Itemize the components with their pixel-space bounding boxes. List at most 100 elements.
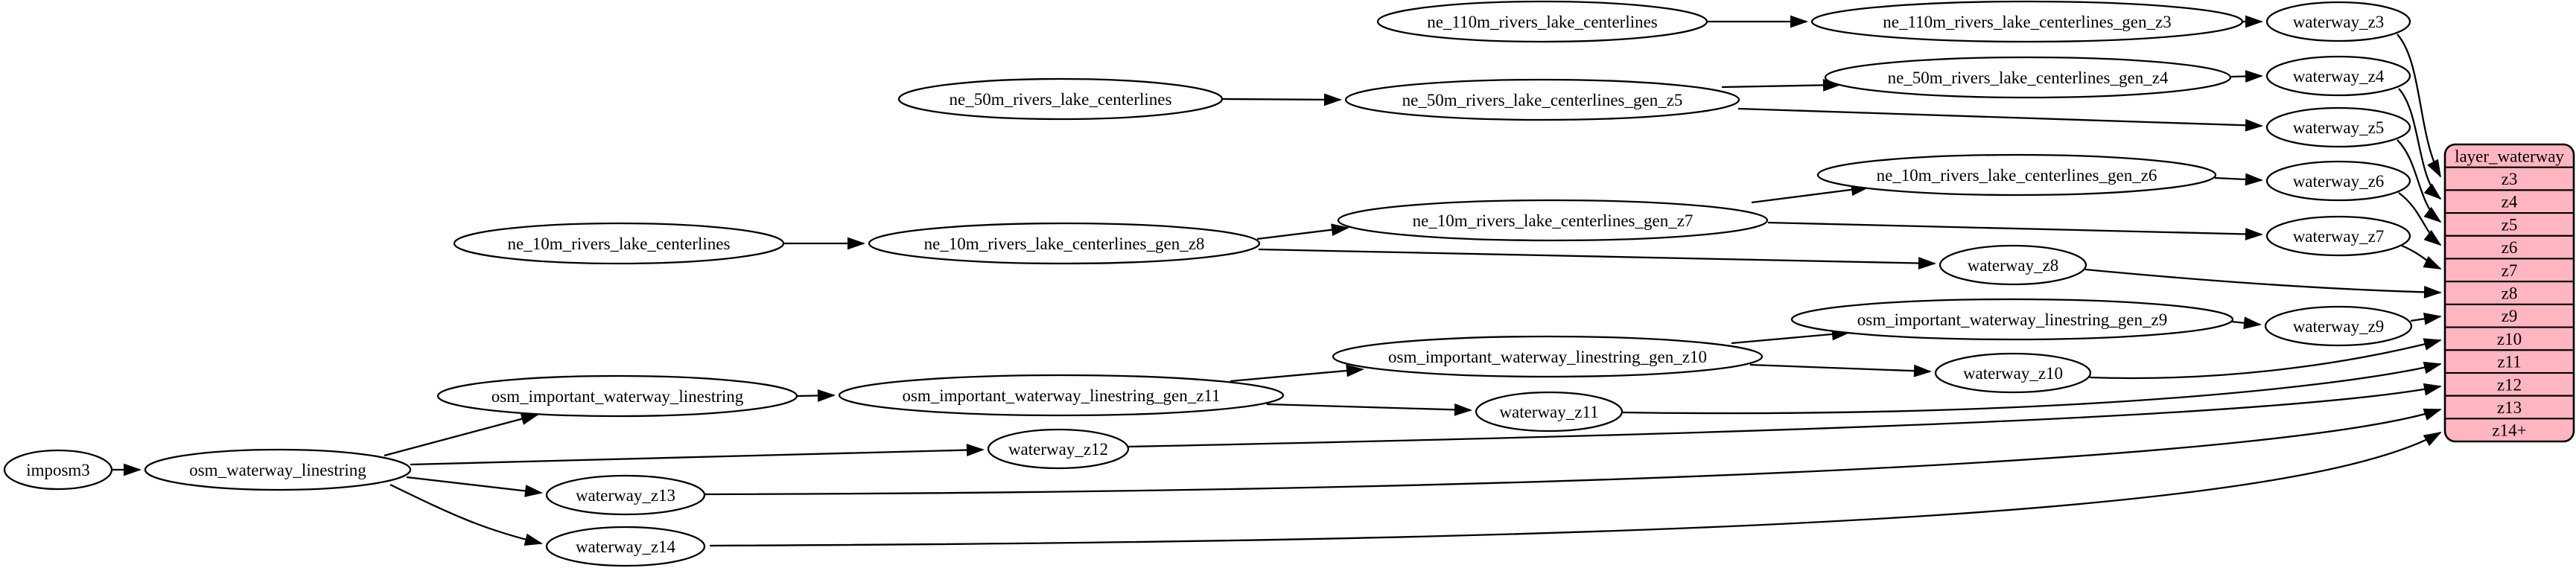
edge-waterway_z14-to-layer_waterway-z14+ xyxy=(709,432,2442,547)
node-ellipse xyxy=(1810,0,2244,43)
edge-osm_important_waterway_linestring_gen_z10-to-waterway_z10 xyxy=(1749,363,1932,377)
edge-waterway_z4-to-layer_waterway-z4 xyxy=(2398,88,2442,200)
node-ellipse xyxy=(1816,153,2217,197)
node-ellipse xyxy=(838,374,1285,417)
edge-osm_important_waterway_linestring_gen_z10-to-osm_important_waterway_linestring_gen_z9 xyxy=(1731,328,1850,345)
node-osm_important_waterway_linestring_gen_z11: osm_important_waterway_linestring_gen_z1… xyxy=(838,374,1285,417)
node-waterway_z6: waterway_z6 xyxy=(2265,160,2411,202)
node-label: imposm3 xyxy=(26,461,90,479)
node-ellipse xyxy=(2264,305,2413,347)
node-label: waterway_z8 xyxy=(1968,256,2059,275)
node-label: osm_important_waterway_linestring xyxy=(492,387,744,406)
edge-ne_10m_rivers_lake_centerlines_gen_z6-to-waterway_z6 xyxy=(2214,173,2263,186)
record-row-z6: z6 xyxy=(2502,238,2518,257)
node-ellipse xyxy=(545,474,706,516)
edge-ne_10m_rivers_lake_centerlines_gen_z7-to-ne_10m_rivers_lake_centerlines_gen_z6 xyxy=(1751,183,1869,204)
node-label: ne_10m_rivers_lake_centerlines xyxy=(508,234,731,253)
node-ellipse xyxy=(1824,56,2232,99)
node-waterway_z8: waterway_z8 xyxy=(1939,244,2087,286)
edge-waterway_z10-to-layer_waterway-z10 xyxy=(2089,338,2442,380)
node-label: ne_10m_rivers_lake_centerlines_gen_z6 xyxy=(1877,166,2157,185)
node-ellipse xyxy=(2265,55,2411,97)
node-ellipse xyxy=(436,374,798,418)
node-label: waterway_z7 xyxy=(2293,227,2385,246)
node-ne_10m_rivers_lake_centerlines_gen_z6: ne_10m_rivers_lake_centerlines_gen_z6 xyxy=(1816,153,2217,197)
edge-osm_important_waterway_linestring-to-osm_important_waterway_linestring_gen_z11 xyxy=(796,389,836,402)
edge-waterway_z9-to-layer_waterway-z9 xyxy=(2410,312,2442,325)
node-waterway_z5: waterway_z5 xyxy=(2265,106,2411,148)
edge-ne_50m_rivers_lake_centerlines_gen_z5-to-ne_50m_rivers_lake_centerlines_gen_z4 xyxy=(1721,79,1841,92)
record-title: layer_waterway xyxy=(2455,147,2564,165)
node-ellipse xyxy=(897,77,1224,121)
record-row-z14+: z14+ xyxy=(2492,421,2526,440)
record-row-z5: z5 xyxy=(2502,215,2518,234)
record-row-z10: z10 xyxy=(2497,330,2522,348)
record-layer_waterway: layer_waterwayz3z4z5z6z7z8z9z10z11z12z13… xyxy=(2443,143,2575,443)
node-label: waterway_z11 xyxy=(1499,403,1598,421)
node-waterway_z3: waterway_z3 xyxy=(2265,1,2411,42)
edge-waterway_z11-to-layer_waterway-z11 xyxy=(1621,361,2442,415)
edge-osm_waterway_linestring-to-osm_important_waterway_linestring xyxy=(384,412,539,457)
node-ellipse xyxy=(987,428,1130,470)
node-ellipse xyxy=(1376,0,1708,43)
node-label: ne_110m_rivers_lake_centerlines xyxy=(1427,13,1658,31)
node-ellipse xyxy=(1344,78,1740,121)
node-ellipse xyxy=(2265,106,2411,148)
node-osm_important_waterway_linestring: osm_important_waterway_linestring xyxy=(436,374,798,418)
node-ellipse xyxy=(1337,199,1769,242)
node-waterway_z10: waterway_z10 xyxy=(1934,352,2092,394)
edge-waterway_z13-to-layer_waterway-z13 xyxy=(704,408,2442,496)
record-row-z9: z9 xyxy=(2502,307,2518,325)
edge-waterway_z12-to-layer_waterway-z12 xyxy=(1127,383,2442,448)
edge-osm_important_waterway_linestring_gen_z9-to-waterway_z9 xyxy=(2230,316,2262,330)
edge-ne_50m_rivers_lake_centerlines_gen_z5-to-waterway_z5 xyxy=(1737,107,2263,132)
edge-osm_waterway_linestring-to-waterway_z13 xyxy=(406,476,543,497)
edges-layer xyxy=(112,15,2442,547)
edge-osm_important_waterway_linestring_gen_z11-to-waterway_z11 xyxy=(1266,403,1472,416)
node-ellipse xyxy=(2265,160,2411,202)
node-ellipse xyxy=(144,448,412,491)
node-label: waterway_z12 xyxy=(1008,440,1108,459)
node-label: ne_50m_rivers_lake_centerlines xyxy=(950,90,1172,109)
edge-ne_10m_rivers_lake_centerlines_gen_z8-to-waterway_z8 xyxy=(1258,248,1936,269)
node-ellipse xyxy=(1475,391,1623,433)
record-layer: layer_waterwayz3z4z5z6z7z8z9z10z11z12z13… xyxy=(2443,143,2575,443)
node-osm_important_waterway_linestring_gen_z10: osm_important_waterway_linestring_gen_z1… xyxy=(1332,335,1764,378)
edge-waterway_z5-to-layer_waterway-z5 xyxy=(2397,139,2442,223)
node-ellipse xyxy=(3,449,113,491)
node-osm_important_waterway_linestring_gen_z9: osm_important_waterway_linestring_gen_z9 xyxy=(1790,298,2234,341)
node-label: ne_50m_rivers_lake_centerlines_gen_z5 xyxy=(1402,91,1683,109)
node-label: osm_important_waterway_linestring_gen_z9 xyxy=(1857,310,2167,329)
node-ellipse xyxy=(1939,244,2087,286)
node-ne_10m_rivers_lake_centerlines_gen_z7: ne_10m_rivers_lake_centerlines_gen_z7 xyxy=(1337,199,1769,242)
node-ne_10m_rivers_lake_centerlines_gen_z8: ne_10m_rivers_lake_centerlines_gen_z8 xyxy=(868,222,1261,265)
node-ellipse xyxy=(2265,215,2411,257)
record-row-z13: z13 xyxy=(2497,398,2522,417)
node-ne_110m_rivers_lake_centerlines: ne_110m_rivers_lake_centerlines xyxy=(1376,0,1708,43)
node-ne_10m_rivers_lake_centerlines: ne_10m_rivers_lake_centerlines xyxy=(453,222,785,265)
edge-waterway_z8-to-layer_waterway-z8 xyxy=(2084,268,2442,299)
node-label: waterway_z4 xyxy=(2293,67,2385,86)
edge-ne_50m_rivers_lake_centerlines_gen_z4-to-waterway_z4 xyxy=(2230,70,2263,83)
node-label: ne_10m_rivers_lake_centerlines_gen_z7 xyxy=(1413,211,1694,230)
node-label: waterway_z9 xyxy=(2293,317,2385,336)
node-ellipse xyxy=(1332,335,1764,378)
record-row-z11: z11 xyxy=(2497,353,2521,371)
node-label: ne_10m_rivers_lake_centerlines_gen_z8 xyxy=(924,234,1205,253)
node-label: ne_50m_rivers_lake_centerlines_gen_z4 xyxy=(1888,68,2169,87)
node-label: waterway_z14 xyxy=(576,537,676,556)
record-body xyxy=(2443,143,2575,443)
node-ellipse xyxy=(2265,1,2411,42)
record-row-z12: z12 xyxy=(2497,375,2522,394)
record-row-z3: z3 xyxy=(2502,170,2518,188)
edge-osm_important_waterway_linestring_gen_z11-to-osm_important_waterway_linestring_gen_z10 xyxy=(1230,364,1364,383)
edge-ne_50m_rivers_lake_centerlines-to-ne_50m_rivers_lake_centerlines_gen_z5 xyxy=(1222,93,1342,106)
node-waterway_z4: waterway_z4 xyxy=(2265,55,2411,97)
edge-waterway_z6-to-layer_waterway-z6 xyxy=(2398,192,2442,246)
node-ellipse xyxy=(868,222,1261,265)
node-waterway_z14: waterway_z14 xyxy=(545,526,706,567)
node-label: ne_110m_rivers_lake_centerlines_gen_z3 xyxy=(1883,13,2171,31)
